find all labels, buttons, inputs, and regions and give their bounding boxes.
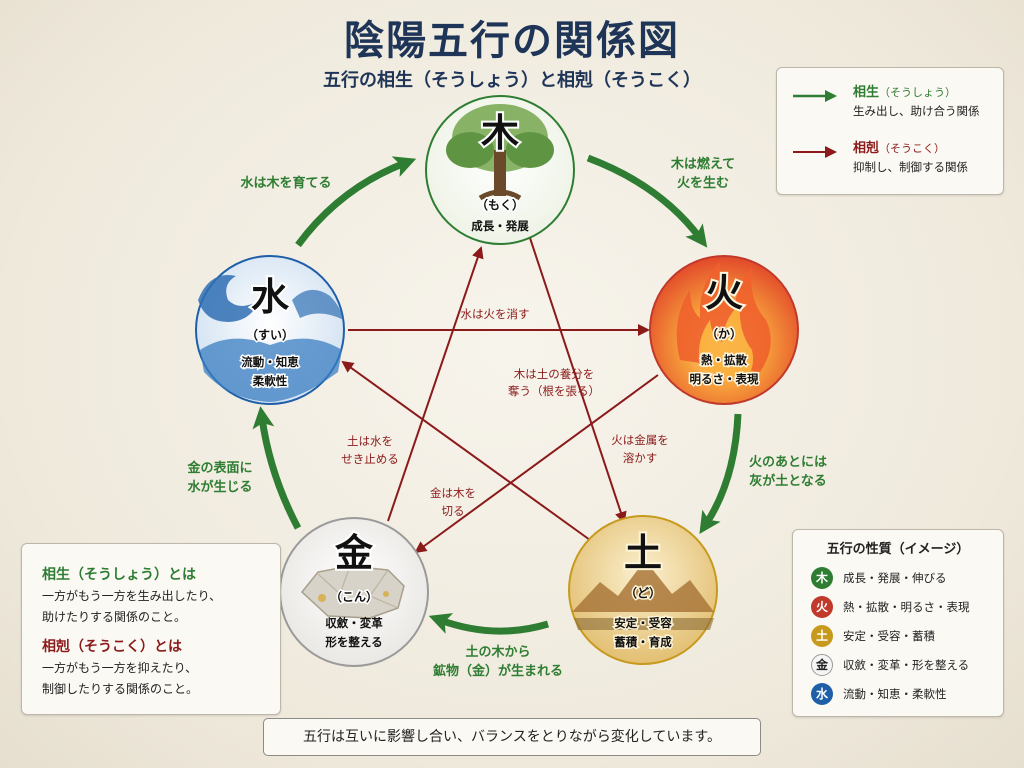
sousei-label-earth-metal-1: 鉱物（金）が生まれる	[433, 663, 563, 679]
properties-heading: 五行の性質（イメージ）	[826, 542, 970, 557]
sokoku-label-water-fire-0: 水は火を消す	[461, 307, 530, 321]
property-text-fire: 熱・拡散・明るさ・表現	[843, 600, 970, 614]
element-reading-water: （すい）	[246, 327, 294, 342]
element-trait-metal-1: 形を整える	[325, 635, 382, 649]
legend-sokoku-reading: （そうこく）	[879, 142, 946, 155]
property-text-water: 流動・知恵・柔軟性	[843, 687, 947, 701]
legend-sokoku-title: 相剋	[853, 141, 880, 156]
ore-icon	[300, 565, 405, 619]
water-badge-icon: 水	[811, 683, 833, 705]
wave-icon	[198, 275, 344, 402]
arrow-legend: 相生（そうしょう） 生み出し、助け合う関係 相剋（そうこく） 抑制し、制御する関…	[776, 67, 1004, 195]
legend-sokoku-desc: 抑制し、制御する関係	[853, 160, 968, 174]
sokoku-label-wood-earth-1: 奪う（根を張る）	[508, 384, 600, 398]
properties-legend: 五行の性質（イメージ） 木 成長・発展・伸びる 火 熱・拡散・明るさ・表現 土 …	[792, 529, 1004, 717]
element-trait-metal-0: 収斂・変革	[325, 616, 383, 630]
sokoku-label-metal-wood-0: 金は木を	[430, 486, 476, 500]
sousei-label-wood-fire-1: 火を生む	[677, 175, 729, 191]
element-trait-earth-1: 蓄積・育成	[614, 635, 672, 649]
element-trait-water-0: 流動・知恵	[241, 355, 299, 369]
sousei-arrow-wood-fire	[586, 154, 708, 248]
sokoku-label-earth-water-0: 土は水を	[347, 434, 393, 448]
sokoku-label-wood-earth-0: 木は土の養分を	[514, 367, 595, 381]
element-kanji-wood: 木	[481, 110, 519, 155]
element-water: 水 （すい） 流動・知恵 柔軟性	[195, 255, 345, 405]
element-trait-fire-1: 明るさ・表現	[690, 372, 759, 386]
sokoku-arrow-fire-metal	[414, 374, 659, 554]
note-sokoku-line-1: 制御したりする関係のこと。	[42, 682, 199, 696]
sousei-label-metal-water-0: 金の表面に	[186, 460, 252, 476]
sousei-label-fire-earth-1: 灰が土となる	[749, 473, 827, 489]
page-title: 陰陽五行の関係図	[344, 17, 680, 64]
element-reading-wood: （もく）	[476, 197, 524, 212]
sokoku-arrow-earth-water	[341, 360, 591, 541]
property-text-earth: 安定・受容・蓄積	[843, 629, 935, 643]
element-earth: 土 （ど） 安定・受容 蓄積・育成	[568, 515, 718, 665]
property-text-wood: 成長・発展・伸びる	[843, 571, 947, 585]
sokoku-arrow-wood-earth	[529, 237, 627, 524]
mountain-icon	[572, 560, 714, 630]
note-sousei-heading: 相生（そうしょう）とは	[42, 567, 196, 583]
element-wood: 木 （もく） 成長・発展	[425, 95, 575, 245]
element-kanji-earth: 土	[624, 530, 662, 575]
note-sokoku-line-0: 一方がもう一方を抑えたり、	[42, 661, 198, 675]
sokoku-label-fire-metal-1: 溶かす	[623, 451, 658, 465]
metal-badge-icon: 金	[811, 654, 833, 676]
note-sousei-text: 一方がもう一方を生み出したり、 助けたりする関係のこと。	[42, 586, 272, 628]
sousei-arrow-water-wood	[295, 156, 417, 248]
flame-icon	[676, 262, 771, 380]
legend-sousei-title: 相生	[853, 85, 880, 100]
element-trait-water-1: 柔軟性	[252, 374, 288, 388]
sousei-arrow-earth-metal	[428, 613, 550, 635]
element-reading-metal: （こん）	[330, 589, 378, 604]
sousei-arrow-metal-water	[252, 406, 302, 530]
sousei-labels: 木は燃えて 火を生む 火のあとには 灰が土となる 土の木から 鉱物（金）が生まれ…	[186, 156, 827, 679]
element-trait-fire-0: 熱・拡散	[701, 353, 747, 367]
sousei-label-earth-metal-0: 土の木から	[465, 644, 530, 660]
sousei-label-water-wood-0: 水は木を育てる	[240, 175, 331, 191]
sokoku-arrow-metal-wood	[387, 246, 484, 522]
legend-sousei-title-line: 相生（そうしょう）	[853, 84, 1013, 102]
note-sokoku-text: 一方がもう一方を抑えたり、 制御したりする関係のこと。	[42, 658, 272, 700]
wood-badge-icon: 木	[811, 567, 833, 589]
sokoku-label-metal-wood-1: 切る	[442, 504, 465, 518]
element-metal: 金 （こん） 収斂・変革 形を整える	[279, 517, 429, 667]
sousei-label-wood-fire-0: 木は燃えて	[670, 156, 735, 172]
sousei-arrows	[252, 154, 742, 635]
definition-notes: 相生（そうしょう）とは 一方がもう一方を生み出したり、 助けたりする関係のこと。…	[21, 543, 281, 715]
note-sousei-line-0: 一方がもう一方を生み出したり、	[42, 589, 222, 603]
footer-note: 五行は互いに影響し合い、バランスをとりながら変化しています。	[263, 718, 761, 756]
element-reading-fire: （か）	[706, 326, 742, 341]
earth-badge-icon: 土	[811, 625, 833, 647]
property-text-metal: 収斂・変革・形を整える	[843, 658, 970, 672]
note-sousei-line-1: 助けたりする関係のこと。	[42, 610, 187, 624]
sokoku-arrows	[341, 237, 659, 554]
sousei-label-metal-water-1: 水が生じる	[187, 479, 252, 495]
sousei-arrow-fire-earth	[699, 413, 742, 535]
element-kanji-metal: 金	[334, 530, 374, 575]
element-reading-earth: （ど）	[625, 585, 661, 600]
fire-badge-icon: 火	[811, 596, 833, 618]
element-trait-wood-0: 成長・発展	[471, 219, 529, 233]
legend-sousei-desc: 生み出し、助け合う関係	[853, 104, 980, 118]
sokoku-labels: 水は火を消す 木は土の養分を 奪う（根を張る） 火は金属を 溶かす 金は木を 切…	[341, 307, 669, 518]
tree-icon	[446, 104, 554, 201]
green-arrow-icon	[793, 90, 837, 102]
sousei-label-fire-earth-0: 火のあとには	[749, 455, 827, 470]
legend-sousei-reading: （そうしょう）	[879, 86, 957, 99]
note-sokoku-heading: 相剋（そうこく）とは	[42, 639, 182, 655]
element-kanji-fire: 火	[705, 270, 743, 315]
page-subtitle: 五行の相生（そうしょう）と相剋（そうこく）	[323, 70, 701, 91]
sokoku-label-fire-metal-0: 火は金属を	[611, 433, 669, 447]
sokoku-label-earth-water-1: せき止める	[341, 452, 399, 466]
legend-sokoku-title-line: 相剋（そうこく）	[853, 140, 1013, 158]
element-kanji-water: 水	[251, 274, 290, 319]
element-trait-earth-0: 安定・受容	[614, 616, 672, 630]
red-arrow-icon	[793, 146, 837, 158]
element-fire: 火 （か） 熱・拡散 明るさ・表現	[649, 255, 799, 405]
